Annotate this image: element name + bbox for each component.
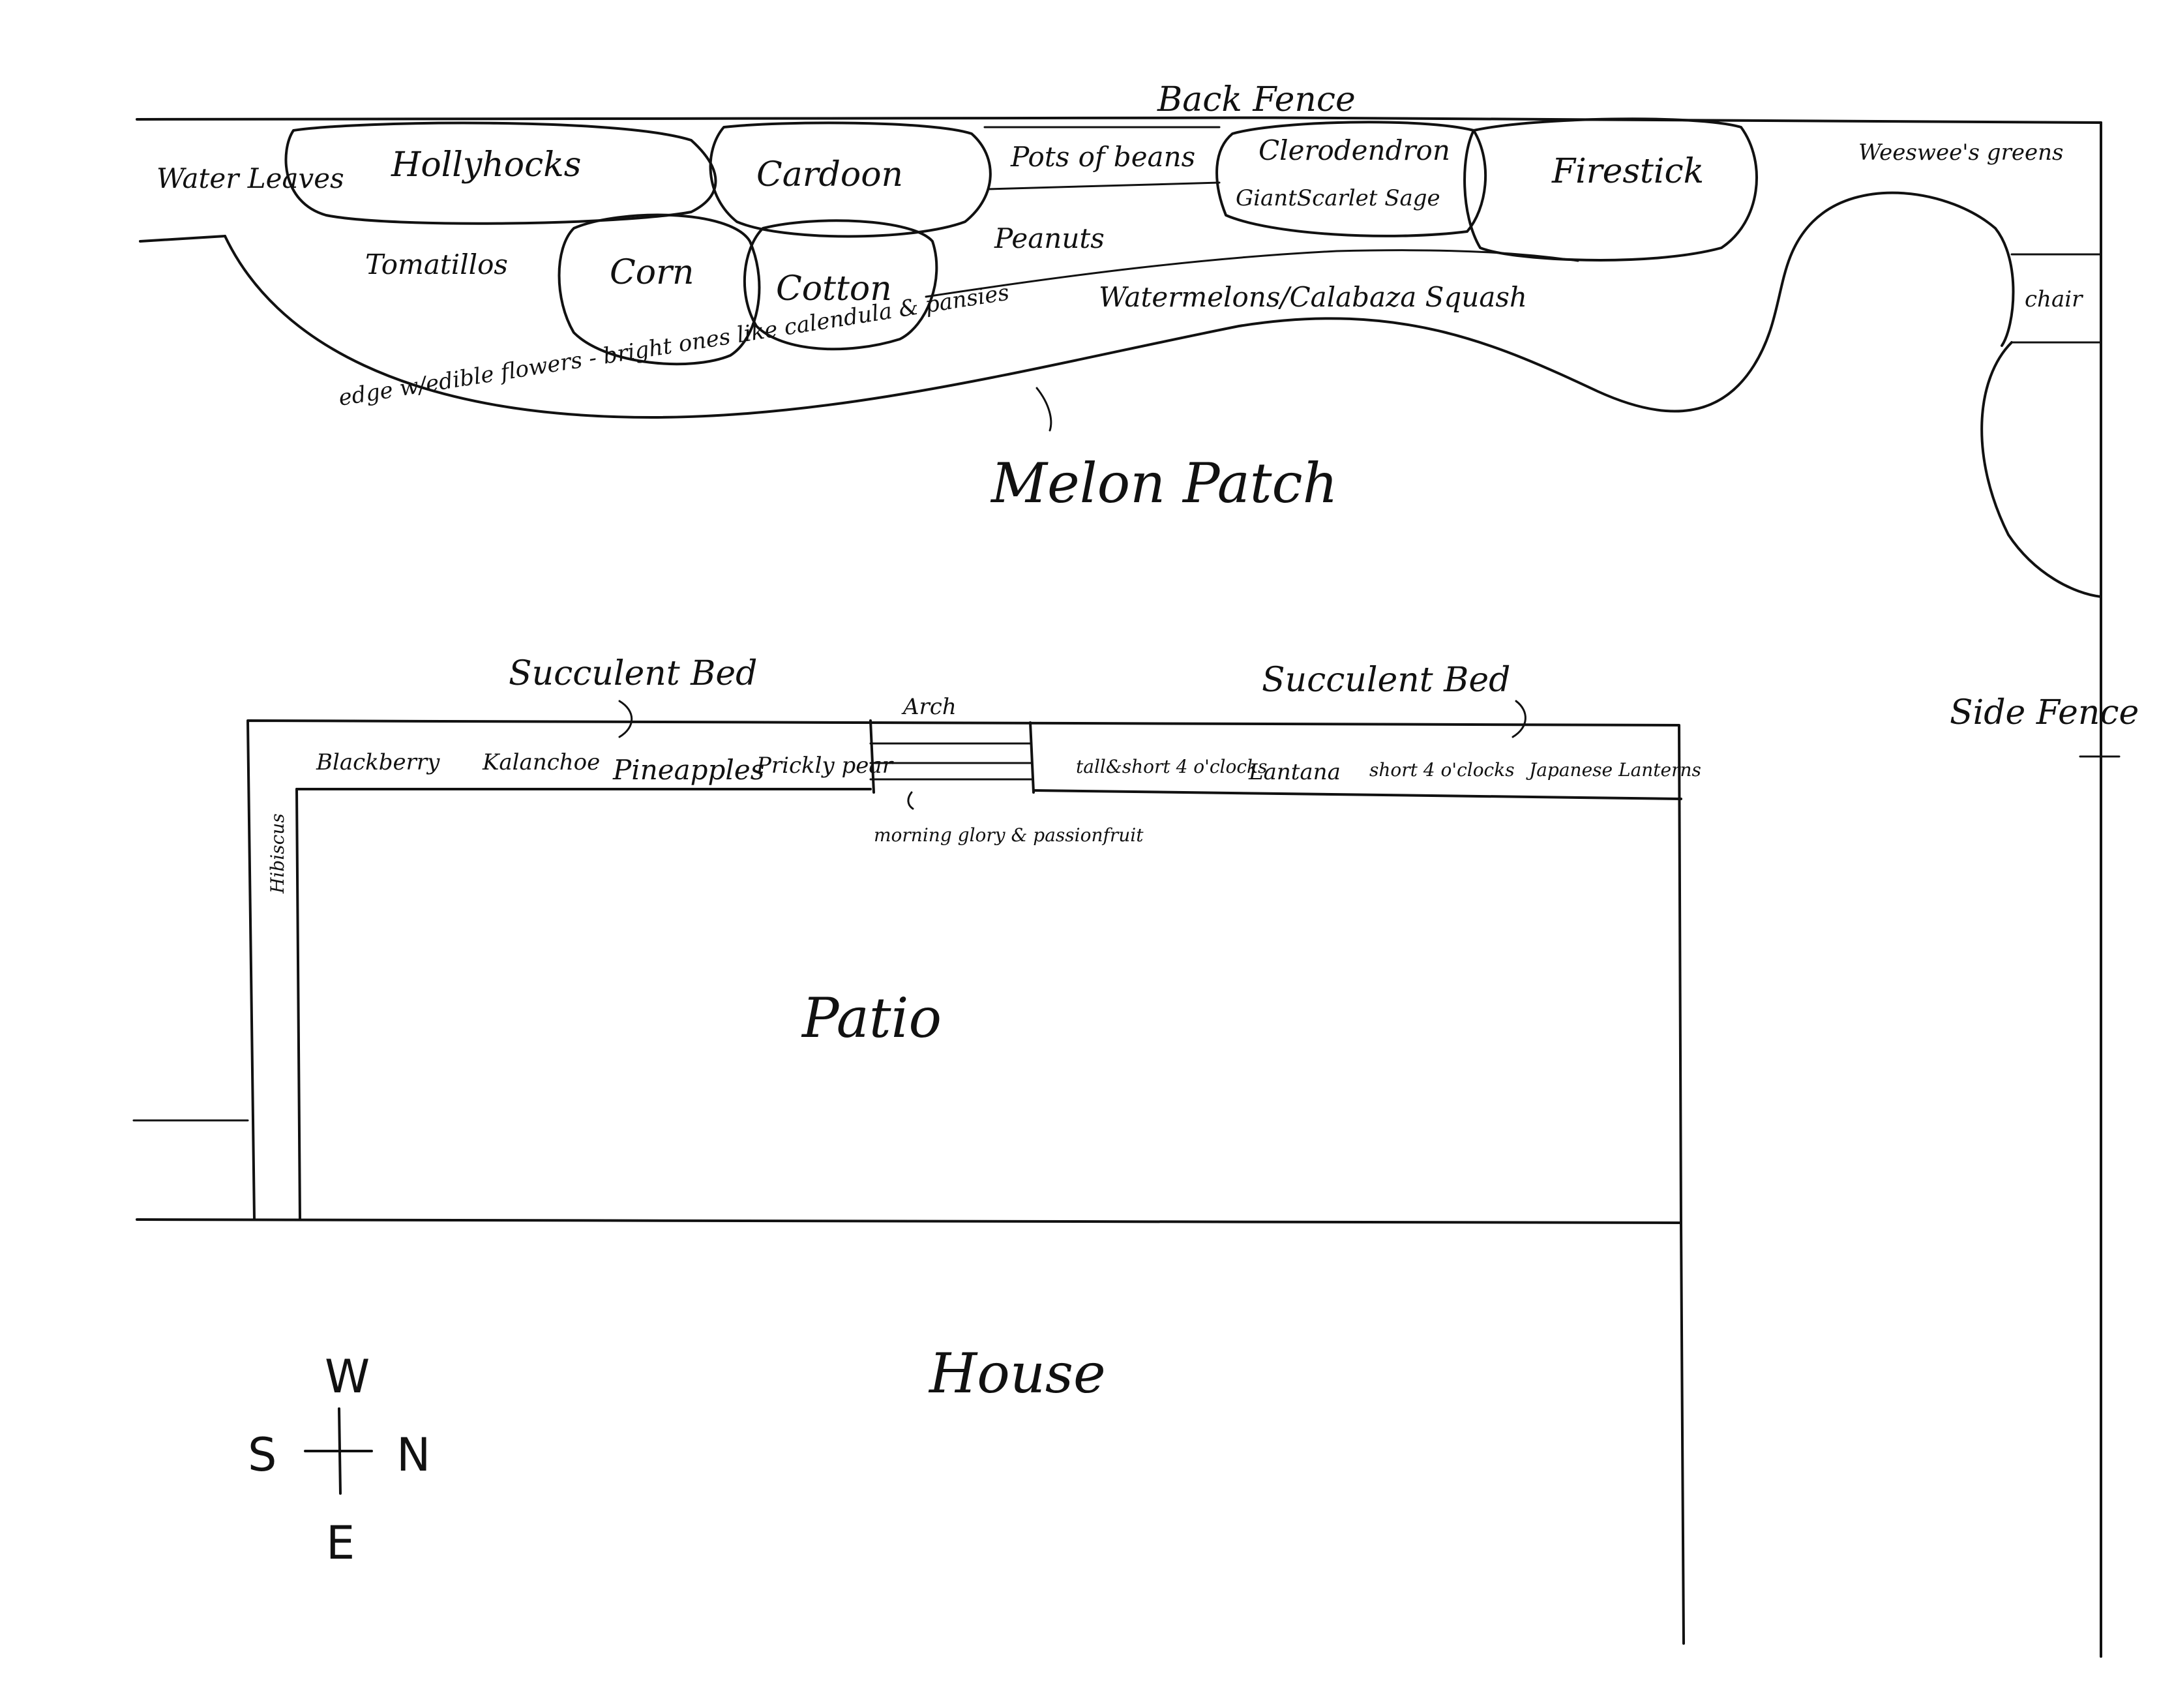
- arch-left: [869, 719, 875, 794]
- tall-short-4oclocks-label: tall&short 4 o'clocks: [1076, 756, 1267, 777]
- morning-glory-label: morning glory & passionfruit: [874, 824, 1144, 846]
- short-4oclocks-label: short 4 o'clocks: [1369, 759, 1515, 781]
- succulent-bed-inner-edge: [295, 788, 1682, 800]
- patio-label: Patio: [801, 986, 942, 1050]
- water-leaves-label: Water Leaves: [156, 162, 344, 194]
- compass-north-label: N: [396, 1428, 430, 1482]
- cardoon-bed: [709, 121, 992, 238]
- melon-patch-outline: [224, 191, 2015, 419]
- clerodendron-bed: [1215, 121, 1487, 237]
- cotton-label: Cotton: [776, 269, 892, 308]
- pineapples-label: Pineapples: [612, 754, 764, 786]
- succulent-left-pointer: [618, 700, 633, 738]
- succulent-bed-left-label: Succulent Bed: [509, 654, 757, 693]
- chair-area-arc: [1980, 341, 2102, 598]
- blackberry-label: Blackberry: [316, 749, 440, 775]
- house-label: House: [928, 1341, 1106, 1405]
- arch-label: Arch: [901, 694, 957, 720]
- firestick-label: Firestick: [1551, 152, 1704, 191]
- prickly-pear-label: Prickly pear: [756, 753, 894, 779]
- house-wall-line: [136, 1218, 1682, 1225]
- firestick-bed: [1463, 117, 1758, 262]
- compass-east-label: E: [326, 1516, 355, 1570]
- melon-patch-label: Melon Patch: [990, 451, 1338, 515]
- giant-scarlet-sage-label: GiantScarlet Sage: [1236, 185, 1440, 211]
- succulent-right-pointer: [1511, 700, 1526, 738]
- water-leaves-text: Water Leaves: [156, 162, 344, 194]
- house-side-line: [1680, 1221, 1685, 1645]
- chair-label: chair: [2025, 286, 2083, 312]
- japanese-lanterns-label: Japanese Lanterns: [1526, 759, 1701, 781]
- back-fence-label: Back Fence: [1157, 80, 1356, 119]
- kalanchoe-label: Kalanchoe: [482, 749, 600, 775]
- lantana-label: Lantana: [1248, 759, 1341, 785]
- clerodendron-label: Clerodendron: [1258, 134, 1450, 166]
- compass-west-label: W: [325, 1350, 370, 1403]
- peanuts-label: Peanuts: [994, 222, 1105, 254]
- cotton-bed: [743, 219, 938, 351]
- melon-patch-pointer: [1035, 387, 1052, 432]
- hollyhocks-bed: [284, 121, 717, 225]
- hibiscus-strip-edge: [295, 788, 301, 1221]
- weeswees-greens-label: Weeswee's greens: [1858, 140, 2063, 166]
- cardoon-label: Cardoon: [756, 155, 903, 194]
- side-fence-label: Side Fence: [1950, 693, 2139, 732]
- corn-label: Corn: [610, 253, 694, 292]
- back-fence-line: [136, 115, 2102, 124]
- arch-right: [1029, 721, 1035, 794]
- garden-west-edge: [139, 235, 226, 243]
- tomatillos-label: Tomatillos: [365, 248, 508, 280]
- pots-of-beans-label: Pots of beans: [1010, 141, 1195, 173]
- morning-glory-pointer: [907, 791, 914, 810]
- compass-south-label: S: [248, 1428, 276, 1482]
- beans-bed-line-bottom: [987, 181, 1221, 190]
- hibiscus-label: Hibiscus: [267, 813, 288, 894]
- watermelon-row-line: [925, 249, 1579, 298]
- succulent-bed-right-label: Succulent Bed: [1262, 661, 1510, 700]
- watermelons-label: Watermelons/Calabaza Squash: [1099, 281, 1527, 313]
- corn-bed: [558, 213, 761, 366]
- patio-outer-outline: [246, 719, 1682, 1224]
- hollyhocks-label: Hollyhocks: [391, 145, 581, 185]
